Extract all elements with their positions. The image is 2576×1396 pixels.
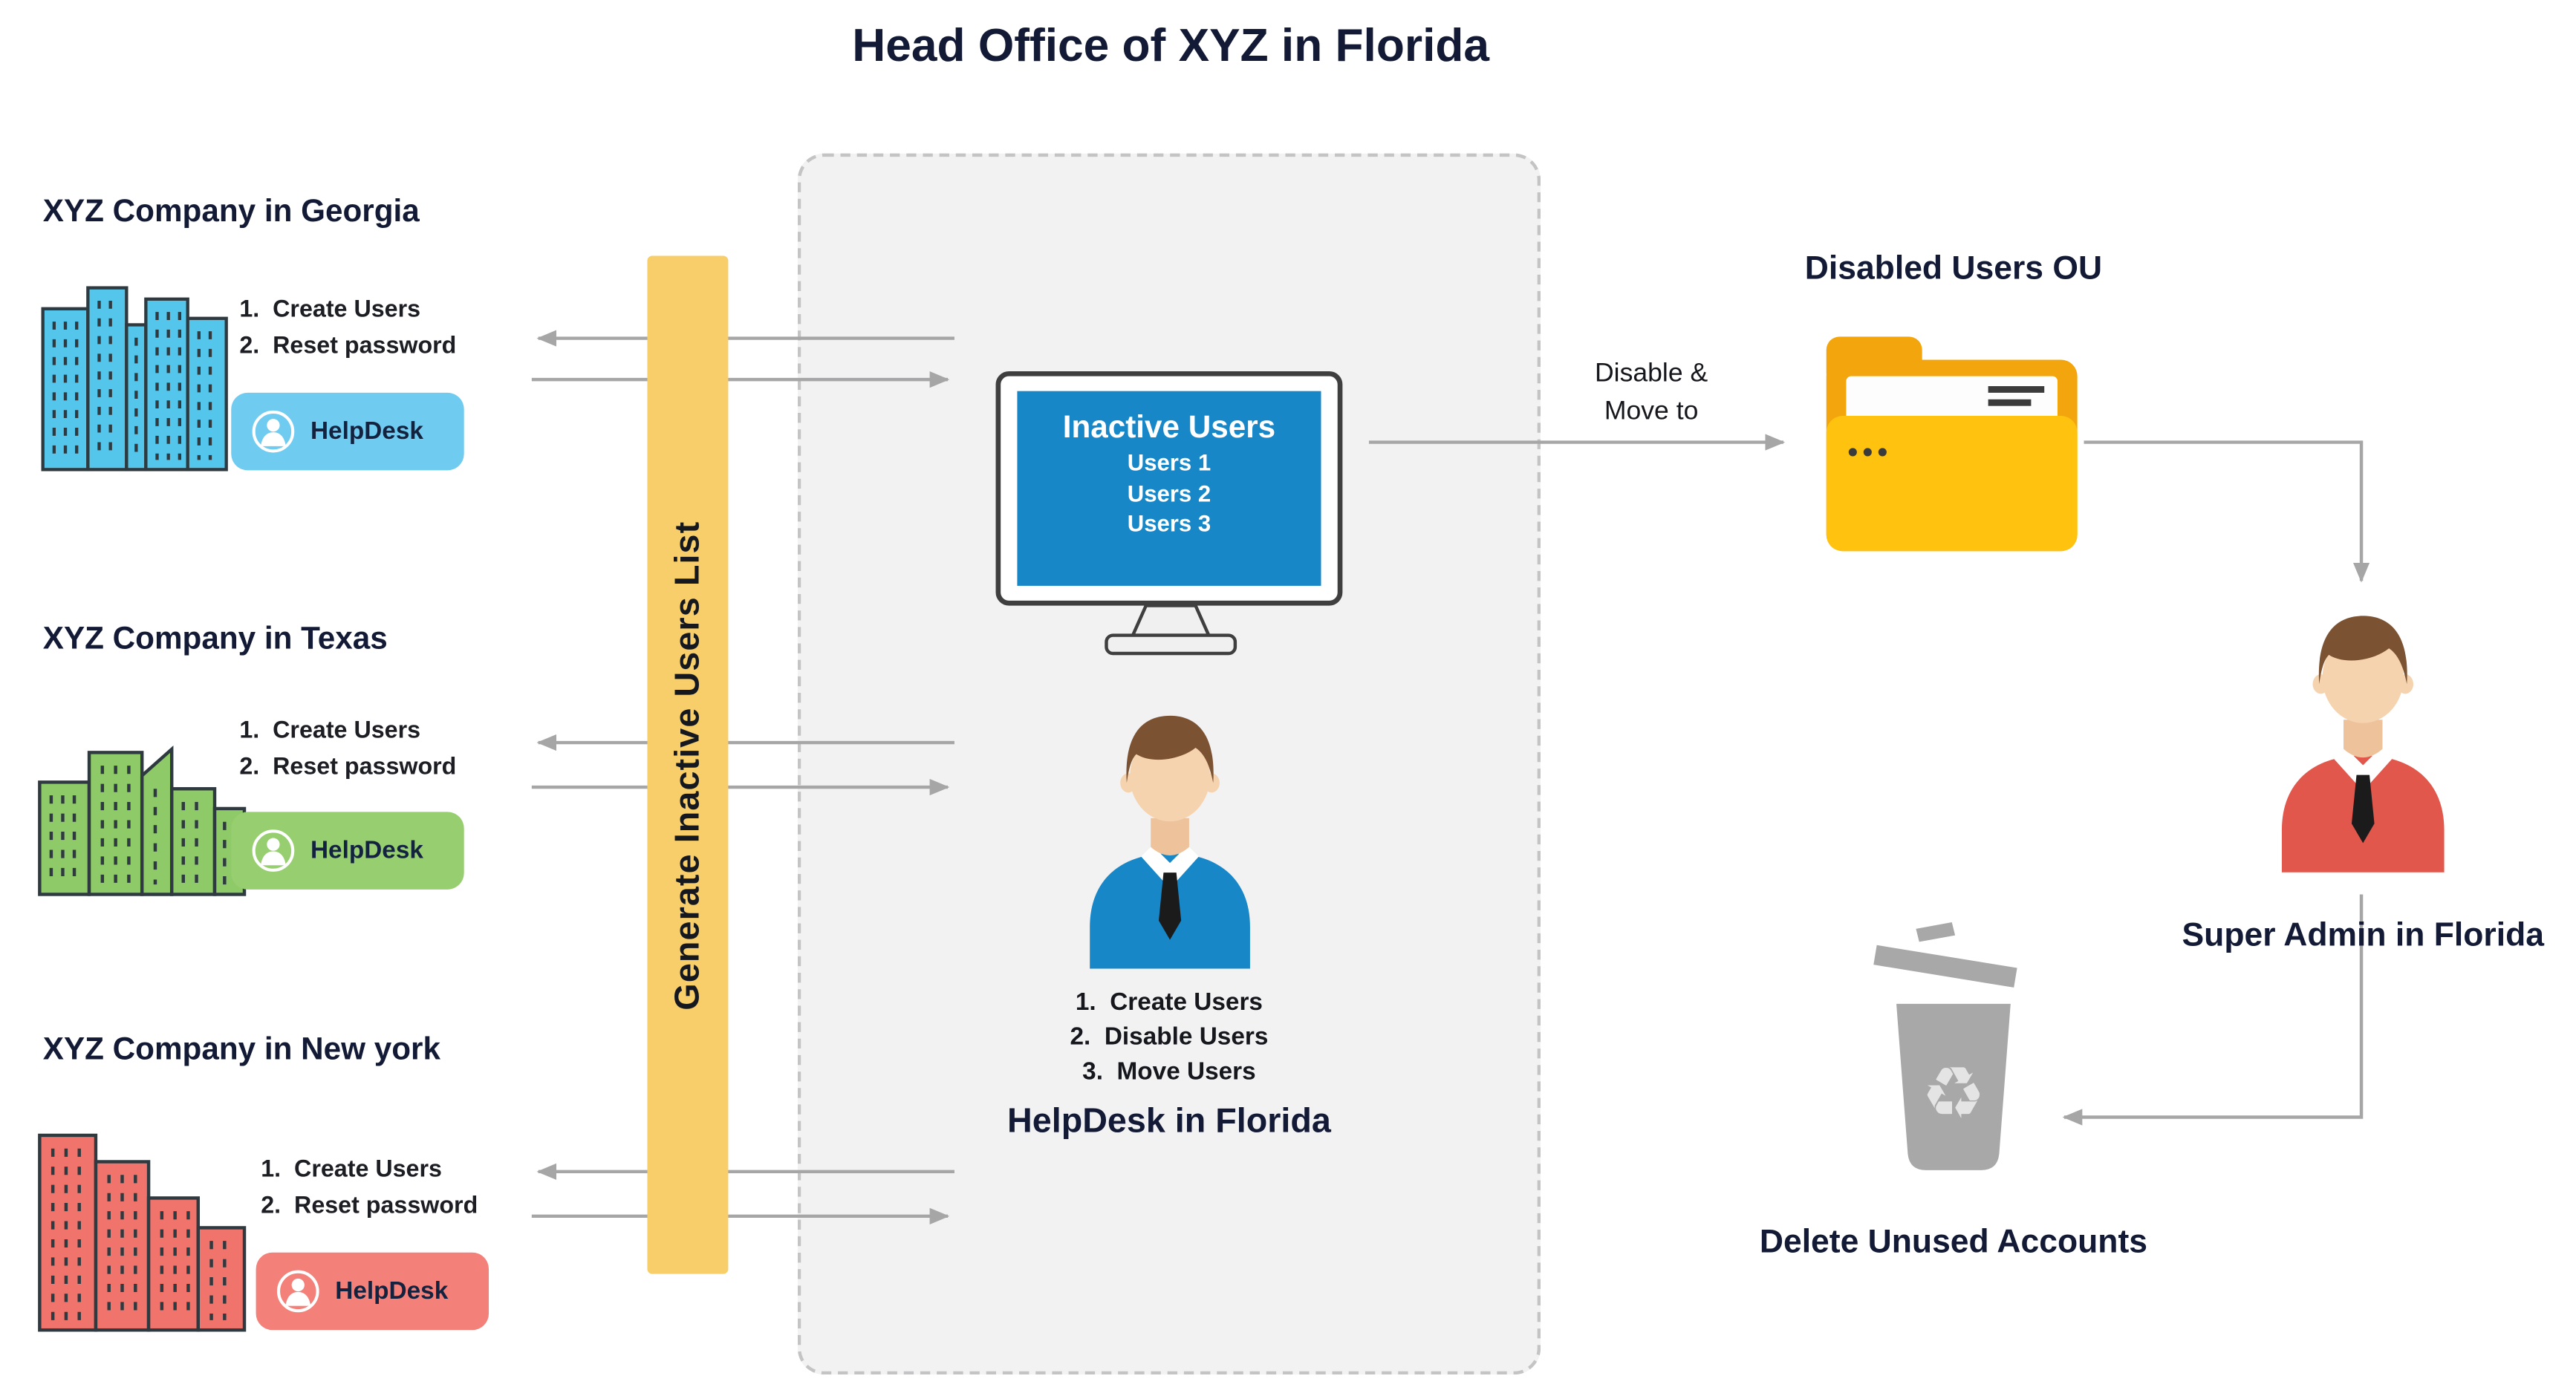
recycle-icon: ♻: [1922, 1051, 1986, 1135]
newyork-helpdesk-badge: HelpDesk: [256, 1252, 489, 1331]
disable-move-label: Disable & Move to: [1595, 355, 1708, 431]
georgia-helpdesk-badge: HelpDesk: [231, 392, 464, 471]
newyork-tasks: 1. Create Users 2. Reset password: [261, 1152, 478, 1224]
task-line: 2. Disable Users: [1070, 1022, 1269, 1051]
person-icon: [252, 829, 295, 872]
newyork-building-icon: [38, 1133, 247, 1332]
helpdesk-badge-label: HelpDesk: [310, 836, 423, 865]
task-line: 1. Create Users: [239, 297, 421, 324]
task-line: 2. Reset password: [261, 1193, 478, 1220]
inactive-user-item: Users 1: [1127, 449, 1211, 476]
task-line: 1. Create Users: [1075, 988, 1263, 1017]
person-icon: [276, 1270, 319, 1313]
task-line: 3. Move Users: [1082, 1057, 1256, 1086]
trash-icon: ♻: [1873, 922, 2017, 1170]
page-title: Head Office of XYZ in Florida: [852, 19, 1490, 71]
inactive-user-item: Users 3: [1127, 509, 1211, 537]
monitor-screen: Inactive Users Users 1 Users 2 Users 3: [1017, 391, 1321, 586]
monitor-stand-icon: [1105, 604, 1237, 656]
task-line: 1. Create Users: [239, 717, 421, 745]
super-admin-label: Super Admin in Florida: [2182, 917, 2544, 954]
disable-move-line2: Move to: [1604, 397, 1699, 426]
helpdesk-badge-label: HelpDesk: [335, 1277, 449, 1305]
helpdesk-person-icon: [1090, 715, 1250, 969]
monitor-icon: Inactive Users Users 1 Users 2 Users 3: [995, 371, 1343, 606]
georgia-tasks: 1. Create Users 2. Reset password: [239, 292, 456, 365]
folder-icon: [1826, 336, 2078, 552]
texas-helpdesk-badge: HelpDesk: [231, 812, 464, 890]
helpdesk-in-florida-label: HelpDesk in Florida: [1007, 1102, 1331, 1141]
arrow-folder-to-admin: [2084, 440, 2370, 583]
delete-unused-accounts-label: Delete Unused Accounts: [1759, 1224, 2148, 1261]
texas-tasks: 1. Create Users 2. Reset password: [239, 713, 456, 786]
super-admin-icon: [2281, 616, 2445, 872]
task-line: 2. Reset password: [239, 754, 457, 781]
texas-building-icon: [38, 745, 247, 896]
texas-heading: XYZ Company in Texas: [42, 622, 388, 657]
inactive-users-title: Inactive Users: [1062, 411, 1276, 446]
disable-move-line1: Disable &: [1594, 359, 1708, 388]
generate-inactive-users-label: Generate Inactive Users List: [668, 520, 706, 1010]
disabled-users-ou-label: Disabled Users OU: [1804, 250, 2103, 287]
generate-inactive-users-bar: Generate Inactive Users List: [647, 255, 729, 1274]
florida-helpdesk-tasks: 1. Create Users 2. Disable Users 3. Move…: [1070, 985, 1268, 1089]
georgia-heading: XYZ Company in Georgia: [42, 195, 420, 229]
task-line: 2. Reset password: [239, 333, 457, 360]
person-icon: [252, 410, 295, 453]
newyork-heading: XYZ Company in New york: [42, 1033, 440, 1068]
georgia-building-icon: [41, 286, 228, 472]
inactive-user-item: Users 2: [1127, 479, 1211, 506]
helpdesk-badge-label: HelpDesk: [310, 417, 423, 446]
task-line: 1. Create Users: [261, 1156, 442, 1184]
